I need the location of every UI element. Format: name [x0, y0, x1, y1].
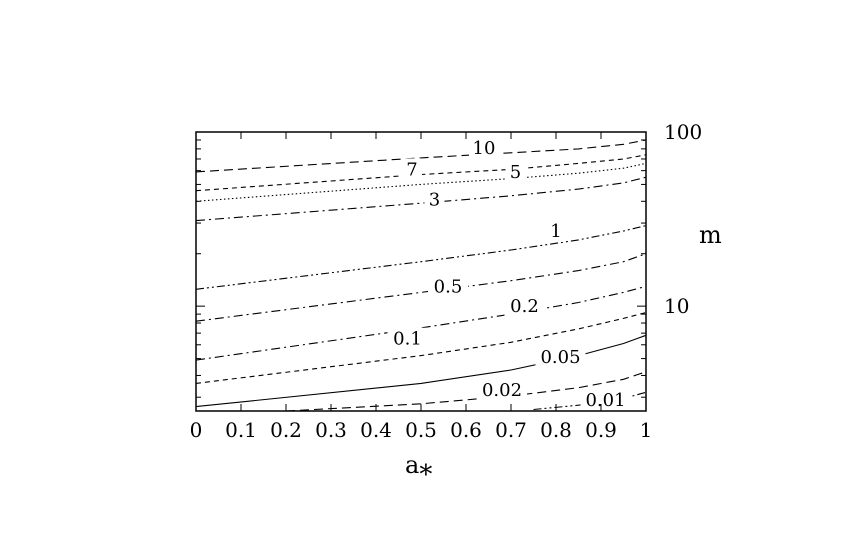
contour-label-0-2: 0.2 [510, 296, 539, 317]
contour-line-0-1 [195, 311, 647, 384]
contour-label-0-1: 0.1 [393, 329, 422, 350]
x-tick-label: 0.8 [540, 418, 572, 442]
x-tick-label: 0.6 [450, 418, 482, 442]
contour-label-background [546, 220, 566, 243]
x-tick-label: 0.1 [225, 418, 257, 442]
x-tick-label: 0.2 [270, 418, 302, 442]
x-tick-label: 0.9 [585, 418, 617, 442]
contour-label-background [402, 158, 422, 181]
x-tick-label: 1 [640, 418, 653, 442]
x-tick-label: 0.4 [360, 418, 392, 442]
contour-label-background [535, 346, 586, 369]
contour-label-background [424, 188, 445, 211]
contour-label-7: 7 [406, 159, 417, 180]
contour-label-1: 1 [550, 221, 561, 242]
contour-label-0-02: 0.02 [482, 380, 522, 401]
contour-labels: 10 7 5 3 1 0.5 0.2 0.1 0.05 0.02 0.01 [387, 136, 631, 411]
y-axis-title: m [699, 221, 722, 249]
contour-label-0-5: 0.5 [434, 276, 463, 297]
y-tick-label: 10 [664, 294, 689, 318]
contour-label-background [580, 388, 631, 411]
x-axis-title: a* [405, 451, 432, 490]
contours [195, 139, 647, 412]
contour-label-background [469, 136, 499, 159]
x-tick-label: 0 [190, 418, 203, 442]
x-tick-label: 0.3 [315, 418, 347, 442]
contour-label-5: 5 [510, 162, 521, 183]
contour-label-10: 10 [473, 138, 496, 159]
contour-label-3: 3 [429, 189, 440, 210]
y-tick-label: 100 [664, 120, 702, 144]
contour-label-background [387, 327, 428, 350]
contour-line-10 [195, 139, 647, 173]
axis-ticks: 0 0.1 0.2 0.3 0.4 0.5 0.6 0.7 0.8 0.9 1 10 100 [190, 120, 703, 442]
contour-line-7 [195, 154, 647, 192]
contour-line-0-02 [285, 371, 647, 412]
contour-line-3 [195, 176, 647, 222]
contour-label-background [505, 160, 526, 183]
contour-label-background [428, 275, 468, 298]
contour-label-background [477, 379, 527, 402]
x-tick-label: 0.5 [405, 418, 437, 442]
contour-label-0-01: 0.01 [585, 390, 625, 411]
contour-line-5 [195, 162, 647, 202]
contour-label-background [504, 295, 545, 318]
plot-frame [195, 131, 647, 412]
contour-label-0-05: 0.05 [540, 347, 580, 368]
x-tick-label: 0.7 [495, 418, 527, 442]
